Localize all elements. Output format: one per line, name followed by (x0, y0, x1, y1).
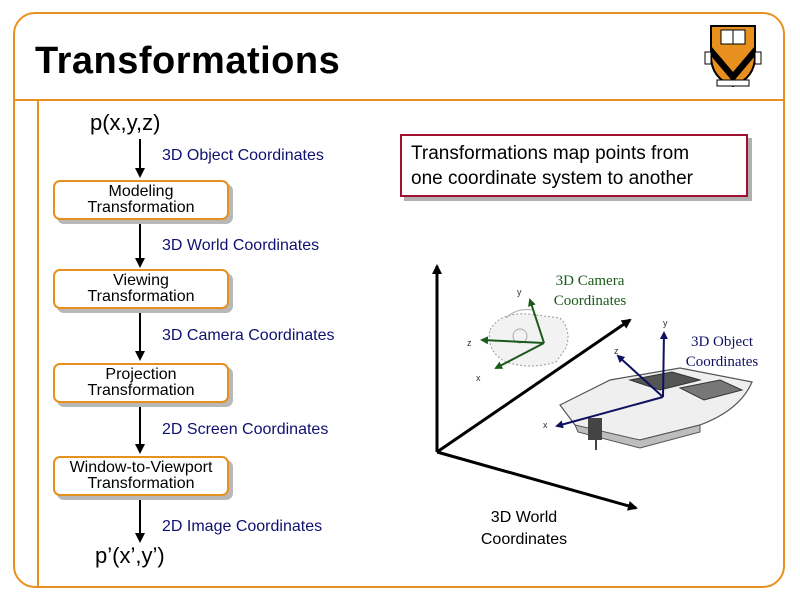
coord-label-camera: 3D Camera Coordinates (162, 327, 335, 344)
camera-axis-y-label: y (517, 287, 522, 297)
modeling-transformation-box: Modeling Transformation (53, 180, 229, 220)
slide-frame (13, 12, 785, 588)
box-line-1: Window-to-Viewport (69, 459, 213, 476)
world-coordinates-label: 3D World Coordinates (470, 507, 578, 551)
camera-sketch (488, 309, 569, 367)
note-line-2: one coordinate system to another (411, 168, 694, 189)
object-axes (555, 331, 668, 429)
object-axis-x-label: x (543, 420, 548, 430)
coord-label-world: 3D World Coordinates (162, 237, 320, 254)
input-point: p(x,y,z) (90, 110, 161, 135)
camera-axes (480, 298, 545, 369)
slide-title: Transformations (35, 40, 341, 82)
camera-coordinates-label: 3D Camera Coordinates (538, 271, 642, 311)
output-point: p’(x’,y’) (95, 543, 165, 568)
note-line-1: Transformations map points from (411, 143, 690, 164)
object-coordinates-label: 3D Object Coordinates (670, 332, 774, 372)
object-axis-y-label: y (663, 318, 668, 328)
coord-label-screen: 2D Screen Coordinates (162, 421, 329, 438)
coord-label-image: 2D Image Coordinates (162, 518, 323, 535)
box-line-1: Viewing (113, 272, 169, 289)
world-label-line-2: Coordinates (480, 531, 568, 548)
viewing-transformation-box: Viewing Transformation (53, 269, 229, 309)
camera-label-line-1: 3D Camera (555, 273, 625, 289)
window-to-viewport-transformation-box: Window-to-Viewport Transformation (53, 456, 229, 496)
box-line-2: Transformation (87, 475, 195, 492)
camera-label-line-2: Coordinates (553, 293, 627, 309)
camera-axis-x-label: x (476, 373, 481, 383)
object-label-line-1: 3D Object (690, 334, 754, 350)
box-line-1: Projection (105, 366, 177, 383)
title-divider (13, 99, 785, 101)
world-label-line-1: 3D World (490, 509, 558, 526)
camera-axis-z-label: z (467, 338, 472, 348)
world-axes (432, 264, 638, 511)
shield-logo-icon (704, 25, 762, 88)
object-axis-z-label: z (614, 346, 619, 356)
object-label-line-2: Coordinates (685, 354, 759, 370)
box-line-2: Transformation (87, 199, 195, 216)
box-line-2: Transformation (87, 382, 195, 399)
box-line-2: Transformation (87, 288, 195, 305)
projection-transformation-box: Projection Transformation (53, 363, 229, 403)
boat-sketch (559, 367, 753, 450)
coord-label-object: 3D Object Coordinates (162, 147, 324, 164)
definition-note: Transformations map points from one coor… (400, 134, 748, 197)
box-line-1: Modeling (108, 183, 174, 200)
left-margin-line (37, 100, 39, 588)
